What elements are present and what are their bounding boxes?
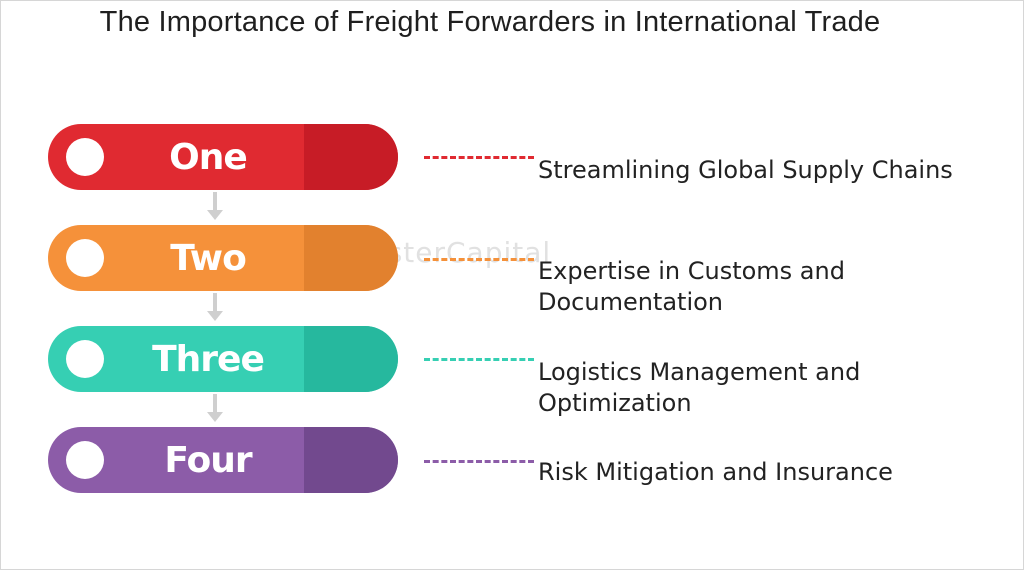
step-one-pill: One <box>48 124 398 190</box>
connector-dash <box>424 258 534 261</box>
diagram-title: The Importance of Freight Forwarders in … <box>99 6 881 38</box>
step-description: Risk Mitigation and Insurance <box>538 458 893 486</box>
step-description: Streamlining Global Supply Chains <box>538 156 953 184</box>
circle-icon <box>66 138 104 176</box>
circle-icon <box>66 441 104 479</box>
down-arrow-icon <box>207 293 223 321</box>
step-three-pill: Three <box>48 326 398 392</box>
step-label: One <box>169 136 248 178</box>
down-arrow-icon <box>207 394 223 422</box>
step-label: Four <box>164 439 252 481</box>
connector-dash <box>424 460 534 463</box>
step-description: Expertise in Customs and Documentation <box>538 257 845 316</box>
circle-icon <box>66 239 104 277</box>
step-label: Three <box>152 338 265 380</box>
down-arrow-icon <box>207 192 223 220</box>
circle-icon <box>66 340 104 378</box>
pill-accent <box>304 124 398 190</box>
step-four-pill: Four <box>48 427 398 493</box>
pill-accent <box>304 326 398 392</box>
connector-dash <box>424 358 534 361</box>
step-description: Logistics Management and Optimization <box>538 358 861 417</box>
connector-dash <box>424 156 534 159</box>
step-label: Two <box>170 237 247 279</box>
pill-accent <box>304 225 398 291</box>
step-two-pill: Two <box>48 225 398 291</box>
pill-accent <box>304 427 398 493</box>
